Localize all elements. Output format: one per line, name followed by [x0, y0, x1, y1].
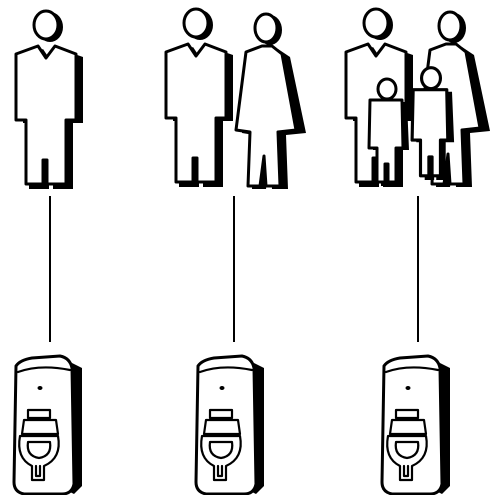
- woman-figure: [236, 14, 306, 189]
- usb-key-terminal-icon: [14, 356, 82, 494]
- usb-key-terminal-icon: [382, 356, 450, 494]
- usb-key-terminal-icon: [196, 356, 264, 494]
- family-icon: [346, 9, 490, 187]
- man-figure: [166, 9, 233, 187]
- couple-icon: [166, 9, 306, 189]
- single-person-icon: [16, 11, 83, 189]
